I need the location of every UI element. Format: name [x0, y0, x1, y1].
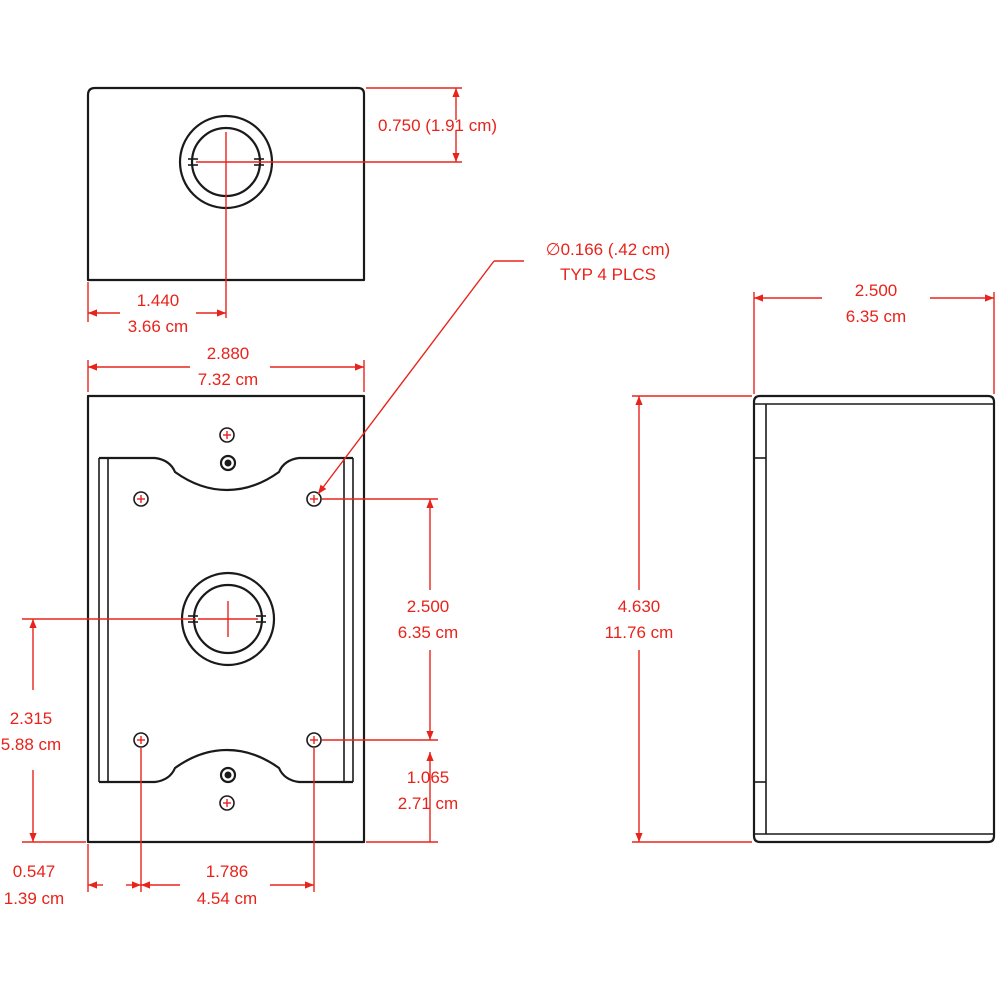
mount-hole-note-line2: TYP 4 PLCS [560, 265, 656, 284]
dim-hole-side-cm: 1.39 cm [4, 889, 64, 908]
dim-width-cm: 7.32 cm [198, 370, 258, 389]
top-view: 0.750 (1.91 cm) 1.440 3.66 cm [86, 86, 497, 336]
mount-hole-note-line1: ∅0.166 (.42 cm) [546, 240, 670, 259]
bottom-boss [99, 748, 353, 784]
dim-depth-cm: 6.35 cm [846, 307, 906, 326]
cover-screw-top [219, 454, 237, 472]
dim-hole-side-in: 0.547 [13, 862, 56, 881]
dim-hole-spacing-in: 2.500 [407, 597, 450, 616]
cover-screw-hole-top [219, 427, 235, 443]
top-view-outline [86, 86, 366, 282]
dim-top-hub-center-cm: 3.66 cm [128, 317, 188, 336]
mount-hole-top-left [133, 491, 149, 507]
cover-screw-bottom [219, 766, 237, 784]
dim-hole-horizontal-cm: 4.54 cm [197, 889, 257, 908]
dim-depth-in: 2.500 [855, 281, 898, 300]
top-boss [99, 456, 353, 492]
dim-hole-bottom-cm: 2.71 cm [398, 794, 458, 813]
dim-width-in: 2.880 [207, 344, 250, 363]
dim-top-hub-offset: 0.750 (1.91 cm) [378, 116, 497, 135]
dim-hub-height-in: 2.315 [10, 709, 53, 728]
cover-screw-hole-bottom [219, 795, 235, 811]
side-view-outline [752, 394, 996, 844]
dim-height-cm: 11.76 cm [605, 623, 674, 642]
front-view: 2.880 7.32 cm [1, 240, 670, 908]
mount-hole-bottom-right [306, 732, 322, 748]
dim-hole-spacing-cm: 6.35 cm [398, 623, 458, 642]
dim-hole-horizontal-in: 1.786 [206, 862, 249, 881]
mount-hole-bottom-left [133, 732, 149, 748]
side-view: 2.500 6.35 cm 4.630 11.76 cm [605, 281, 996, 844]
dim-height-in: 4.630 [618, 597, 661, 616]
mount-hole-top-right [306, 491, 322, 507]
dim-top-hub-center-in: 1.440 [137, 291, 180, 310]
dim-hub-height-cm: 5.88 cm [1, 735, 61, 754]
dim-hole-bottom-in: 1.065 [407, 768, 450, 787]
